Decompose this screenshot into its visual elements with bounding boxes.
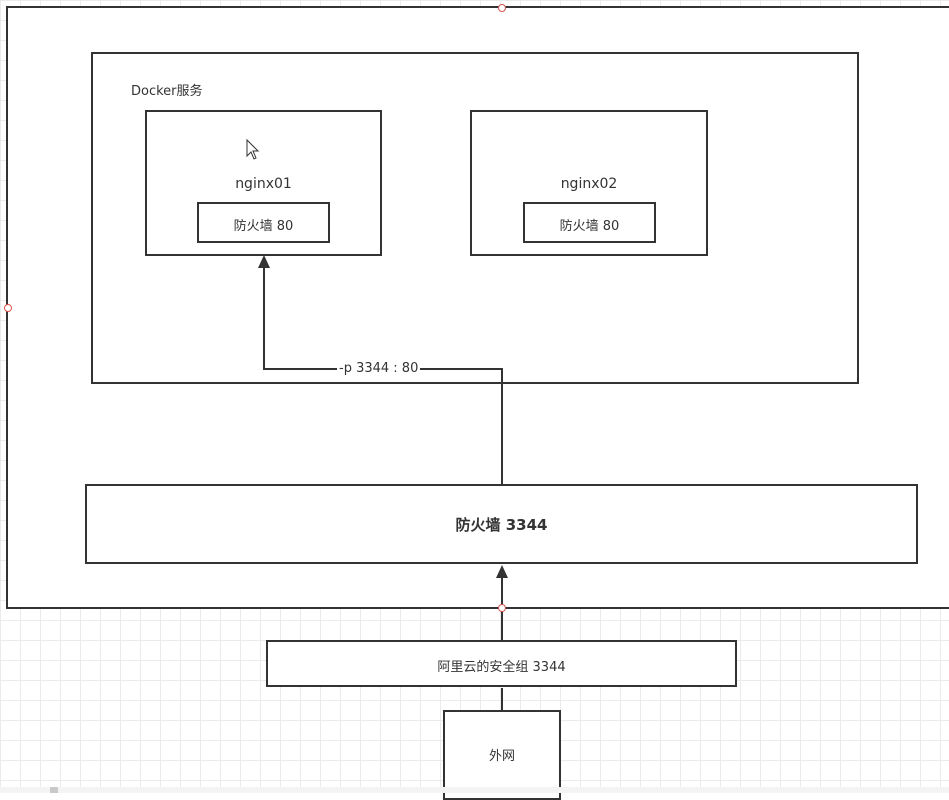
nginx01-firewall-label: 防火墙 80 bbox=[233, 219, 294, 234]
nginx01-label: nginx01 bbox=[235, 176, 292, 192]
security-group-label: 阿里云的安全组 3344 bbox=[437, 660, 566, 675]
selection-handle-left[interactable] bbox=[4, 304, 12, 312]
port-mapping-connector[interactable] bbox=[263, 268, 503, 484]
nginx02-firewall-box[interactable]: 防火墙 80 bbox=[523, 202, 656, 243]
selection-handle-top[interactable] bbox=[498, 4, 506, 12]
bottom-scroll-strip bbox=[0, 787, 949, 793]
nginx01-firewall-box[interactable]: 防火墙 80 bbox=[197, 202, 330, 243]
host-firewall-box[interactable]: 防火墙 3344 bbox=[85, 484, 918, 564]
security-group-box[interactable]: 阿里云的安全组 3344 bbox=[266, 640, 737, 687]
external-network-box[interactable]: 外网 bbox=[443, 710, 561, 800]
external-network-label: 外网 bbox=[488, 749, 515, 764]
port-mapping-arrowhead bbox=[258, 255, 270, 268]
selection-handle-bottom[interactable] bbox=[498, 604, 506, 612]
security-to-firewall-arrowhead bbox=[496, 565, 508, 578]
host-firewall-label: 防火墙 3344 bbox=[455, 516, 548, 534]
docker-service-label: Docker服务 bbox=[131, 84, 203, 99]
port-mapping-label: -p 3344 : 80 bbox=[337, 361, 421, 376]
scrollbar-thumb[interactable] bbox=[50, 787, 58, 793]
nginx02-label: nginx02 bbox=[560, 176, 618, 192]
nginx02-firewall-label: 防火墙 80 bbox=[559, 219, 620, 234]
mouse-cursor-icon bbox=[246, 138, 260, 160]
